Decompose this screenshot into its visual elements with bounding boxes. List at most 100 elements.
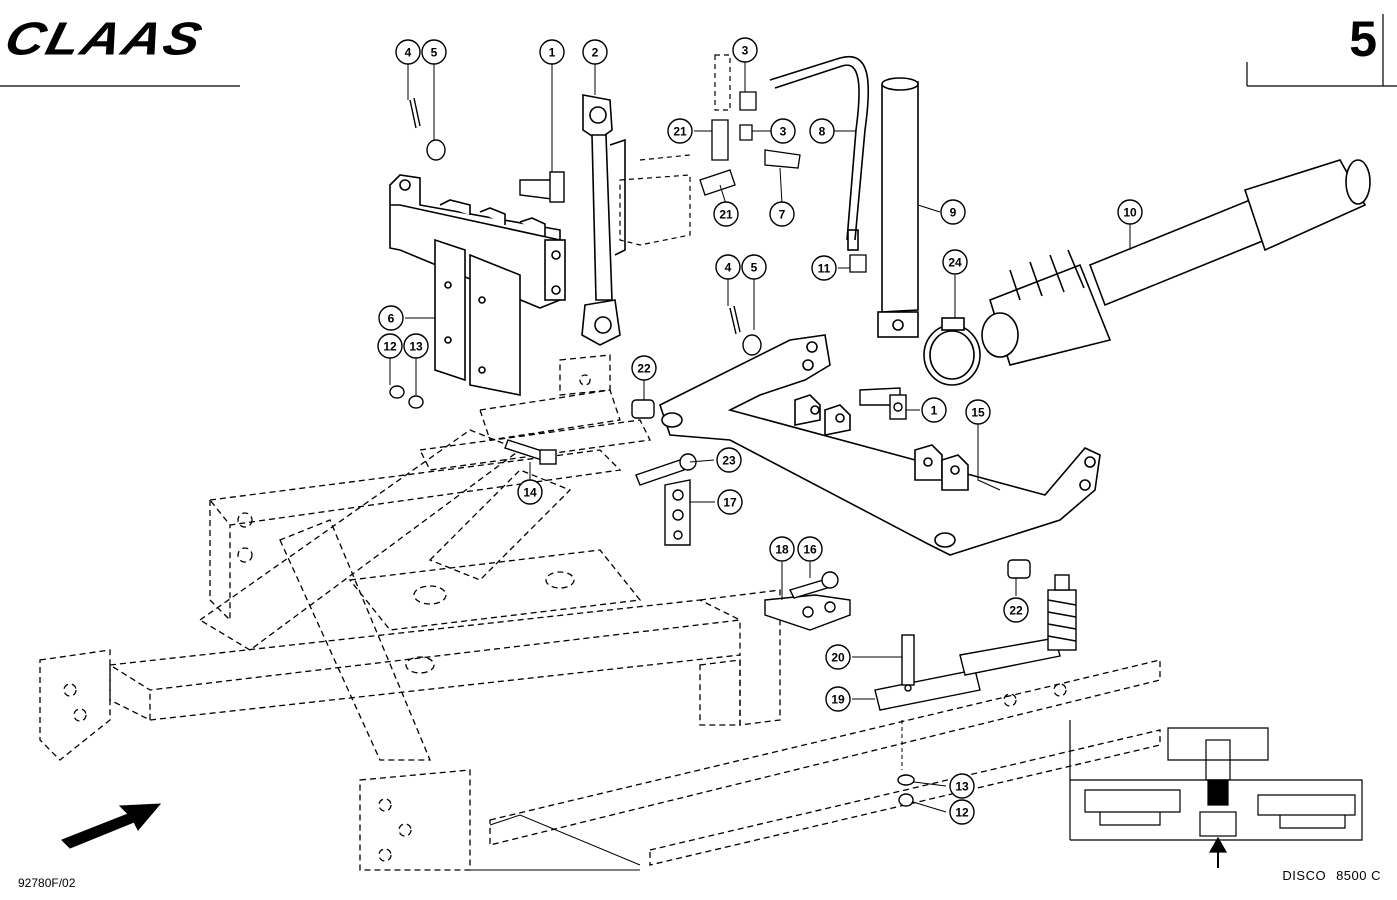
callout-c8: 8 [809, 118, 835, 144]
callout-label: 3 [742, 44, 749, 58]
callout-circle [713, 201, 739, 227]
callout-c7: 7 [769, 201, 795, 227]
callout-c5a: 5 [421, 39, 447, 65]
callout-circle [809, 118, 835, 144]
callout-label: 21 [719, 208, 733, 222]
callout-c2: 2 [582, 39, 608, 65]
callout-circle [825, 644, 851, 670]
callout-circle [732, 37, 758, 63]
callout-c11: 11 [811, 255, 837, 281]
dashed-machine-frame [39, 354, 1161, 871]
callout-label: 18 [775, 543, 789, 557]
callout-circle [1117, 199, 1143, 225]
hydraulic-fittings [699, 91, 867, 273]
callout-c10: 10 [1117, 199, 1143, 225]
callout-label: 12 [383, 340, 397, 354]
callout-circle [825, 686, 851, 712]
callout-c4b: 4 [715, 254, 741, 280]
callout-c19: 19 [825, 686, 851, 712]
callout-c23: 23 [716, 447, 742, 473]
spacer-blocks [874, 634, 1061, 711]
callout-circle [378, 305, 404, 331]
callout-label: 22 [1009, 604, 1023, 618]
callout-c14: 14 [517, 479, 543, 505]
callout-c5b: 5 [741, 254, 767, 280]
callout-circle [797, 536, 823, 562]
callout-c16: 16 [797, 536, 823, 562]
hydraulic-hose [769, 55, 870, 251]
callout-circle [631, 355, 657, 381]
callout-label: 5 [751, 261, 758, 275]
callout-circle [949, 799, 975, 825]
callout-circle [716, 447, 742, 473]
callout-label: 20 [831, 651, 845, 665]
callout-c20: 20 [825, 644, 851, 670]
callout-c13a: 13 [403, 333, 429, 359]
drawing-number: 92780F/02 [18, 876, 76, 890]
callout-c1b: 1 [921, 397, 947, 423]
callout-circle [940, 199, 966, 225]
linch-pin-and-plate [635, 453, 697, 546]
callout-label: 1 [931, 404, 938, 418]
callout-label: 2 [592, 46, 599, 60]
callout-c3a: 3 [732, 37, 758, 63]
hydraulic-cylinder [877, 77, 919, 338]
callout-circle [1003, 597, 1029, 623]
callout-circle [949, 773, 975, 799]
callout-label: 14 [523, 486, 537, 500]
callout-label: 15 [971, 406, 985, 420]
page-number: 5 [1349, 11, 1377, 67]
headstock-bracket [389, 174, 566, 396]
callout-label: 19 [831, 693, 845, 707]
callout-leader-lines [389, 60, 1131, 813]
valve-block-dashed [619, 54, 731, 246]
callout-label: 3 [780, 125, 787, 139]
callout-circle [741, 254, 767, 280]
callout-c3b: 3 [770, 118, 796, 144]
callout-label: 17 [723, 496, 737, 510]
callout-c22a: 22 [631, 355, 657, 381]
callout-circle [715, 254, 741, 280]
callout-label: 23 [722, 454, 736, 468]
callout-c22b: 22 [1003, 597, 1029, 623]
direction-arrow-icon [61, 803, 162, 849]
callout-circle [811, 255, 837, 281]
split-pins [409, 97, 741, 335]
callout-circle [717, 489, 743, 515]
bushings [631, 399, 1031, 579]
callout-label: 24 [948, 256, 962, 270]
callout-circle [377, 333, 403, 359]
bolt [504, 439, 557, 465]
callout-circle [421, 39, 447, 65]
spring-assembly [1047, 574, 1077, 651]
callout-circle [667, 118, 693, 144]
pins [519, 171, 907, 420]
callout-circle [921, 397, 947, 423]
callout-label: 13 [409, 340, 423, 354]
model-number: 8500 C [1336, 868, 1381, 883]
callout-label: 16 [803, 543, 817, 557]
lower-link-frame [659, 334, 1101, 556]
top-link [581, 94, 626, 346]
callout-c21b: 21 [713, 201, 739, 227]
pin-and-plate-assembly [764, 571, 851, 631]
inset-locator-view [1069, 720, 1363, 868]
callout-label: 8 [819, 125, 826, 139]
callout-circle [965, 399, 991, 425]
callout-label: 7 [779, 208, 786, 222]
callout-label: 4 [405, 46, 412, 60]
callout-c13b: 13 [949, 773, 975, 799]
callout-label: 21 [673, 125, 687, 139]
callout-c12b: 12 [949, 799, 975, 825]
callout-c17: 17 [717, 489, 743, 515]
callout-c4a: 4 [395, 39, 421, 65]
callout-label: 11 [818, 262, 831, 276]
callout-c1a: 1 [539, 39, 565, 65]
callout-label: 13 [955, 780, 969, 794]
callout-circle [770, 118, 796, 144]
callout-c21a: 21 [667, 118, 693, 144]
callout-circle [403, 333, 429, 359]
